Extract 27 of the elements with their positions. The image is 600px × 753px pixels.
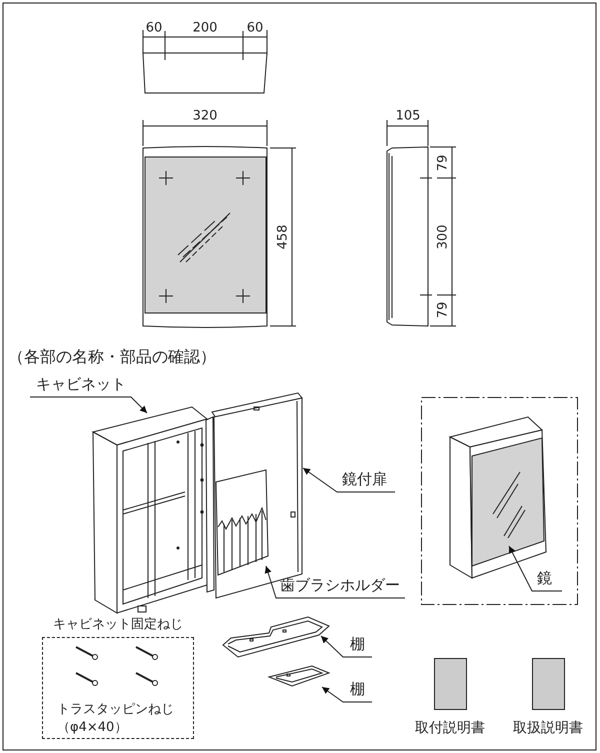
part-label: 鏡 (537, 571, 552, 586)
dimension-text: 200 (192, 22, 218, 34)
dimension-text: 79 (436, 154, 450, 172)
detail-frame (421, 397, 578, 605)
part-label: 歯ブラシホルダー (280, 578, 400, 593)
dimension-text: 79 (436, 302, 450, 318)
dimension-text: 300 (436, 224, 450, 250)
leader-line (508, 546, 562, 592)
leader-line (322, 686, 372, 702)
dimension-text: 60 (246, 22, 264, 34)
part-label: 棚 (350, 682, 365, 697)
leader-line (30, 396, 148, 414)
leader-line (264, 566, 406, 598)
part-label: キャビネット (36, 377, 126, 392)
box-text: トラスタッピンねじ（φ4×40） (57, 701, 175, 737)
manual-label: 取付説明書 (415, 721, 485, 735)
section-title: （各部の名称・部品の確認） (8, 349, 216, 365)
dimension-text: 60 (146, 22, 162, 34)
dimension-text: 458 (276, 224, 290, 250)
leader-line (320, 636, 372, 658)
manual-label: 取扱説明書 (513, 721, 583, 735)
dimension-text: 105 (396, 110, 420, 122)
leader-line (302, 468, 396, 492)
part-label: 棚 (350, 637, 365, 652)
part-label: 鏡付扉 (342, 472, 387, 487)
box-heading: キャビネット固定ねじ (53, 618, 183, 631)
dimension-text: 320 (192, 110, 218, 122)
